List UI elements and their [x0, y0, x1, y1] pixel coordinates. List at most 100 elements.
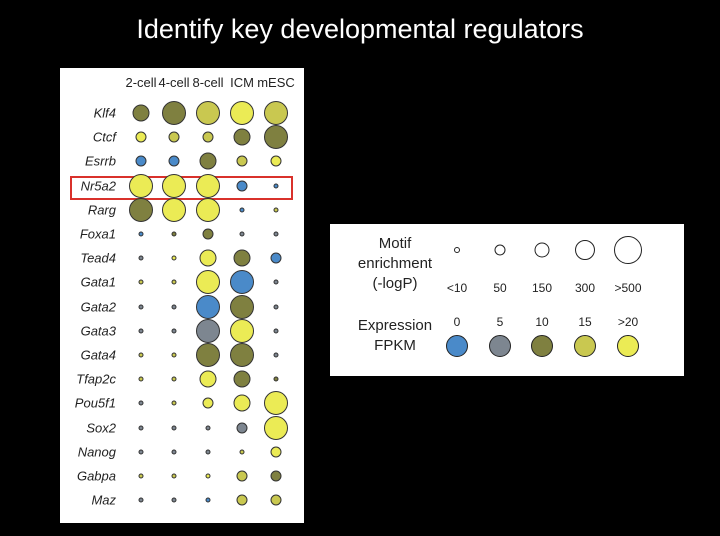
expression-color-swatch	[617, 335, 639, 357]
bubble-nr5a2-mesc	[273, 183, 279, 189]
bubble-pou5f1-mesc	[264, 391, 288, 416]
bubble-gata1-8-cell	[196, 270, 220, 295]
gene-label-nanog: Nanog	[77, 444, 116, 460]
bubble-klf4-4-cell	[162, 101, 186, 125]
bubble-gabpa-icm	[236, 470, 248, 482]
bubble-foxa1-4-cell	[171, 231, 177, 237]
motif-tick-label: 150	[531, 281, 553, 295]
motif-tick-label: 300	[574, 281, 596, 295]
bubble-tfap2c-4-cell	[171, 376, 177, 382]
expression-color-swatch	[489, 335, 511, 357]
bubble-gabpa-2-cell	[138, 473, 144, 479]
bubble-gata1-mesc	[273, 279, 279, 285]
bubble-rarg-icm	[239, 207, 245, 213]
gene-label-pou5f1: Pou5f1	[74, 395, 116, 411]
bubble-gata2-4-cell	[171, 304, 177, 310]
bubble-sox2-8-cell	[205, 425, 211, 431]
bubble-pou5f1-2-cell	[138, 400, 144, 406]
expression-tick-label: >20	[617, 315, 639, 329]
bubble-tead4-mesc	[270, 252, 282, 264]
bubble-tfap2c-8-cell	[199, 370, 217, 388]
bubble-gata2-8-cell	[196, 294, 220, 319]
bubble-sox2-mesc	[264, 415, 288, 440]
bubble-tead4-8-cell	[199, 249, 217, 267]
bubble-gata1-4-cell	[171, 279, 177, 285]
bubble-foxa1-icm	[239, 231, 245, 237]
expr-label-line: FPKM	[374, 337, 416, 354]
bubble-tfap2c-mesc	[273, 376, 279, 382]
gene-label-gata4: Gata4	[80, 347, 116, 363]
bubble-tead4-4-cell	[171, 255, 177, 261]
bubble-rarg-8-cell	[196, 197, 220, 222]
bubble-gata4-icm	[230, 343, 254, 367]
gene-label-rarg: Rarg	[87, 202, 116, 218]
gene-label-nr5a2: Nr5a2	[80, 178, 116, 194]
motif-size-circle	[614, 236, 642, 264]
bubble-esrrb-4-cell	[168, 155, 180, 167]
expression-color-swatch	[531, 335, 553, 357]
bubble-esrrb-8-cell	[199, 152, 217, 170]
bubble-esrrb-icm	[236, 155, 248, 167]
gene-label-ctcf: Ctcf	[92, 129, 116, 145]
gene-label-tfap2c: Tfap2c	[76, 371, 116, 387]
bubble-gata3-4-cell	[171, 328, 177, 334]
gene-label-maz: Maz	[91, 492, 116, 508]
bubble-ctcf-4-cell	[168, 131, 180, 143]
expression-color-swatch	[446, 335, 468, 357]
gene-label-gata2: Gata2	[80, 299, 116, 315]
motif-label-line: (-logP)	[372, 275, 418, 292]
bubble-klf4-8-cell	[196, 101, 220, 125]
bubble-gata1-2-cell	[138, 279, 144, 285]
bubble-klf4-mesc	[264, 101, 288, 125]
bubble-nanog-8-cell	[205, 449, 211, 455]
bubble-gata2-mesc	[273, 304, 279, 310]
gene-label-gata3: Gata3	[80, 323, 116, 339]
bubble-nr5a2-2-cell	[129, 173, 153, 198]
expression-tick-label: 5	[496, 315, 504, 329]
bubble-gata3-2-cell	[138, 328, 144, 334]
bubble-pou5f1-8-cell	[202, 397, 214, 409]
motif-tick-label: 50	[493, 281, 507, 295]
motif-tick-label: >500	[614, 281, 642, 295]
bubble-nr5a2-4-cell	[162, 173, 186, 198]
bubble-rarg-mesc	[273, 207, 279, 213]
motif-legend-label: Motif enrichment (-logP)	[340, 234, 450, 294]
bubble-gata2-icm	[230, 294, 254, 319]
gene-label-sox2: Sox2	[86, 420, 116, 436]
bubble-gata4-4-cell	[171, 352, 177, 358]
bubble-gabpa-4-cell	[171, 473, 177, 479]
bubble-maz-2-cell	[138, 497, 144, 503]
bubble-ctcf-2-cell	[135, 131, 147, 143]
bubble-gata4-2-cell	[138, 352, 144, 358]
bubble-rarg-2-cell	[129, 197, 153, 222]
column-header-icm: ICM	[230, 75, 254, 90]
bubble-klf4-2-cell	[132, 104, 150, 122]
bubble-foxa1-2-cell	[138, 231, 144, 237]
bubble-maz-8-cell	[205, 497, 211, 503]
column-header-2-cell: 2-cell	[125, 75, 157, 90]
bubble-ctcf-8-cell	[202, 131, 214, 143]
bubble-tfap2c-icm	[233, 370, 251, 388]
bubble-maz-mesc	[270, 494, 282, 506]
expr-label-line: Expression	[357, 317, 433, 334]
bubble-tead4-icm	[233, 249, 251, 267]
bubble-nanog-4-cell	[171, 449, 177, 455]
motif-size-circle	[575, 240, 595, 260]
expression-legend-label: Expression FPKM	[340, 316, 450, 356]
bubble-maz-4-cell	[171, 497, 177, 503]
expression-tick-label: 10	[535, 315, 549, 329]
bubble-maz-icm	[236, 494, 248, 506]
bubble-nanog-icm	[239, 449, 245, 455]
bubble-gata3-mesc	[273, 328, 279, 334]
gene-label-foxa1: Foxa1	[79, 226, 116, 242]
bubble-sox2-2-cell	[138, 425, 144, 431]
bubble-gata4-8-cell	[196, 343, 220, 367]
bubble-pou5f1-icm	[233, 394, 251, 412]
bubble-gabpa-mesc	[270, 470, 282, 482]
expression-tick-label: 0	[453, 315, 461, 329]
column-header-mesc: mESC	[257, 75, 295, 90]
bubble-nanog-mesc	[270, 446, 282, 458]
bubble-sox2-4-cell	[171, 425, 177, 431]
bubble-ctcf-icm	[233, 128, 251, 146]
motif-label-line: enrichment	[357, 255, 433, 272]
